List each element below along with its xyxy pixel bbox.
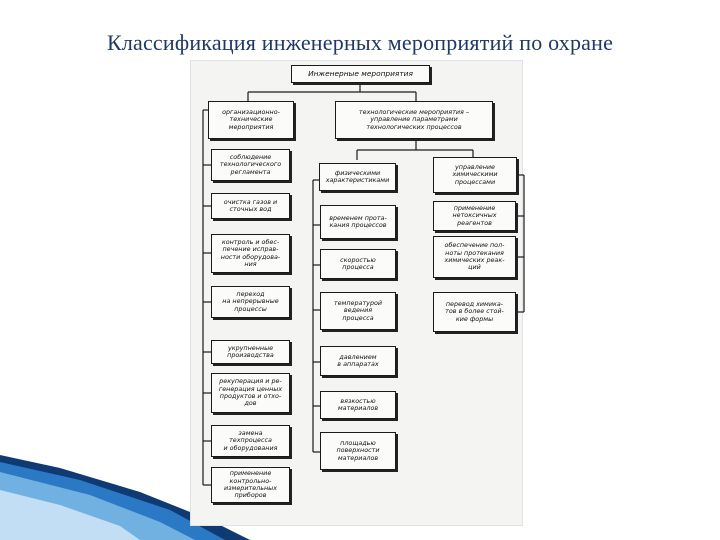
physical-item-node: скоростью процесса	[320, 249, 396, 279]
root-node: Инженерные мероприятия	[291, 65, 430, 83]
chemical-item-node: перевод химика- тов в более стой- кие фо…	[433, 292, 516, 332]
physical-header-node: физическими характеристиками	[319, 163, 396, 191]
org-item-node: рекуперация и ре- генерация ценных проду…	[211, 373, 290, 413]
physical-item-node: площадью поверхности материалов	[320, 432, 396, 470]
physical-item-node: давлением в аппаратах	[320, 346, 396, 376]
tech-header-node: технологические мероприятия – управление…	[335, 101, 493, 139]
chemical-header-node: управление химическими процессами	[433, 157, 517, 193]
slide-title: Классификация инженерных мероприятий по …	[106, 30, 614, 55]
org-item-node: применение контрольно- измерительных при…	[211, 467, 290, 503]
chemical-item-node: применение нетоксичных реагентов	[433, 201, 516, 231]
org-item-node: соблюдение технологического регламента	[211, 149, 290, 181]
physical-item-node: вязкостью материалов	[320, 391, 396, 419]
org-item-node: переход на непрерывные процессы	[211, 286, 290, 318]
physical-item-node: временем прота- кания процессов	[320, 205, 396, 239]
org-item-node: очистка газов и сточных вод	[211, 193, 290, 219]
chemical-item-node: обеспечение пол- ноты протекания химичес…	[433, 236, 516, 278]
org-header-node: организационно- технические мероприятия	[208, 101, 294, 139]
org-item-node: замена техпроцесса и оборудования	[211, 425, 290, 457]
physical-item-node: температурой ведения процесса	[320, 292, 396, 330]
org-item-node: укрупненные производства	[211, 340, 290, 364]
org-item-node: контроль и обес- печение исправ- ности о…	[211, 234, 290, 273]
